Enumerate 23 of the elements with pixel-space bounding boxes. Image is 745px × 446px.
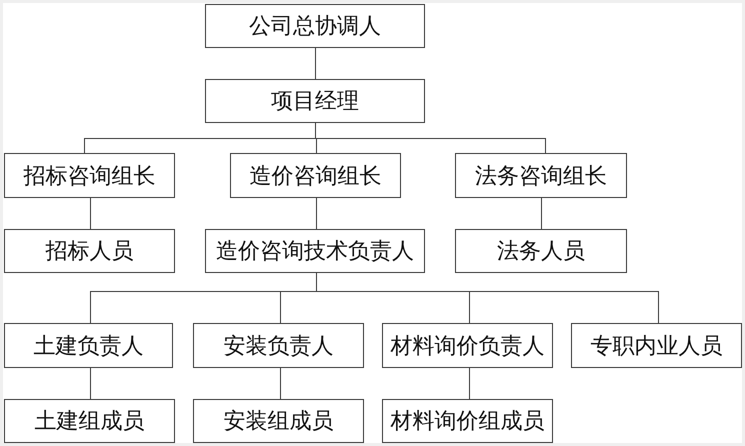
role-box: 法务咨询组长 [455,153,627,198]
connector-line [316,198,317,230]
role-box: 公司总协调人 [205,4,425,48]
role-box: 土建负责人 [4,323,173,368]
role-box: 专职内业人员 [571,323,742,368]
role-box: 项目经理 [205,79,425,123]
role-box: 材料询价组成员 [382,399,553,443]
role-box: 法务人员 [455,229,627,273]
connector-line [469,368,470,400]
role-box: 安装组成员 [193,399,364,443]
role-box: 材料询价负责人 [382,323,553,368]
role-box: 招标人员 [4,229,175,273]
connector-line [90,198,91,230]
role-box: 土建组成员 [4,399,175,443]
connector-line [315,122,546,154]
connector-line [90,368,91,400]
connector-line [280,368,281,400]
role-box: 安装负责人 [193,323,364,368]
role-box: 造价咨询技术负责人 [205,229,425,273]
connector-line [315,48,316,80]
role-box: 造价咨询组长 [230,153,401,198]
connector-line [541,198,542,230]
role-box: 招标咨询组长 [4,153,175,198]
